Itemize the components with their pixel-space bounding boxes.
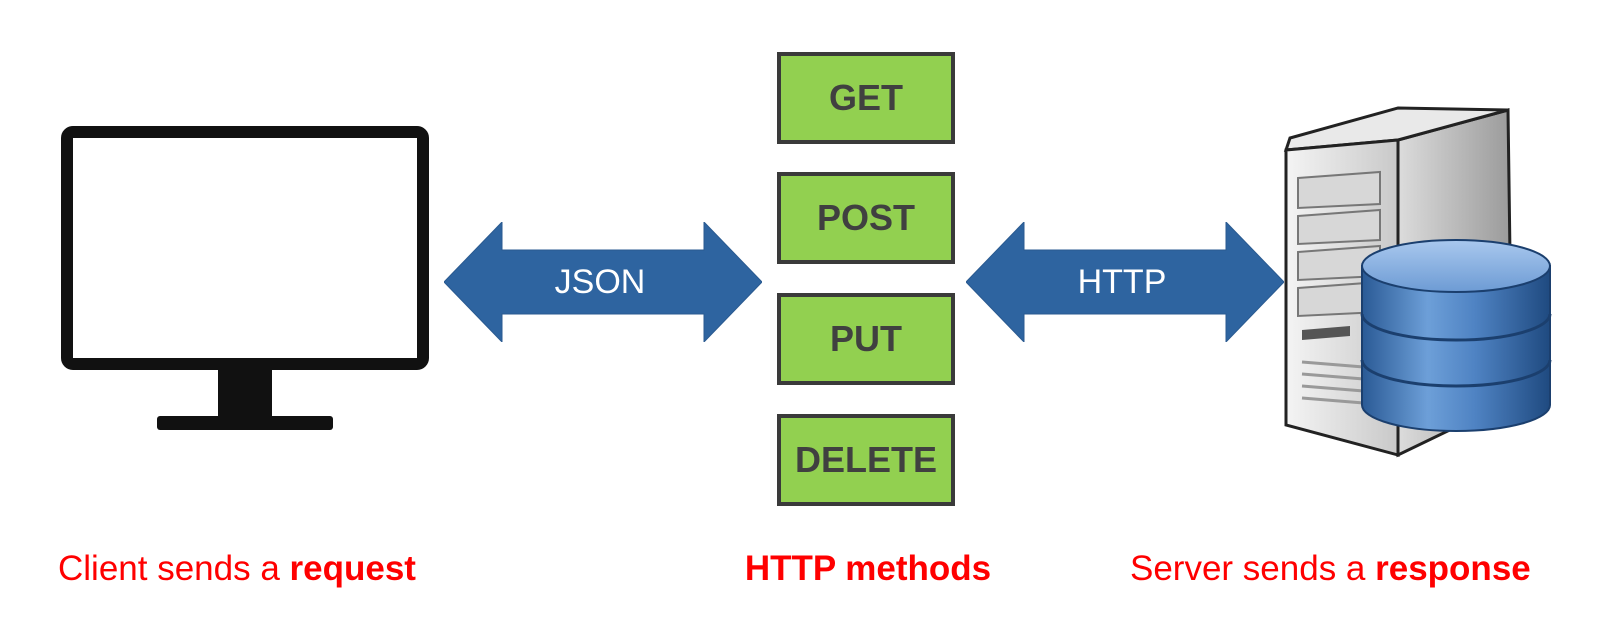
methods-title: HTTP methods [728, 546, 1008, 592]
client-caption-bold: request [289, 549, 416, 588]
server-caption-bold: response [1375, 549, 1531, 588]
client-caption-prefix: Client sends a [58, 549, 290, 588]
method-get: GET [777, 52, 955, 144]
monitor-icon [61, 126, 429, 430]
method-post: POST [777, 172, 955, 264]
client-caption: Client sends a request [58, 546, 416, 592]
method-delete: DELETE [777, 414, 955, 506]
methods-title-text: HTTP methods [744, 549, 992, 588]
method-put: PUT [777, 293, 955, 385]
http-label: HTTP [1077, 263, 1167, 301]
server-caption: Server sends a response [1130, 546, 1531, 592]
server-caption-prefix: Server sends a [1130, 549, 1376, 588]
http-double-arrow [966, 222, 1284, 342]
server-database-icon [1283, 106, 1552, 458]
json-label: JSON [554, 263, 646, 301]
json-double-arrow [444, 222, 762, 342]
